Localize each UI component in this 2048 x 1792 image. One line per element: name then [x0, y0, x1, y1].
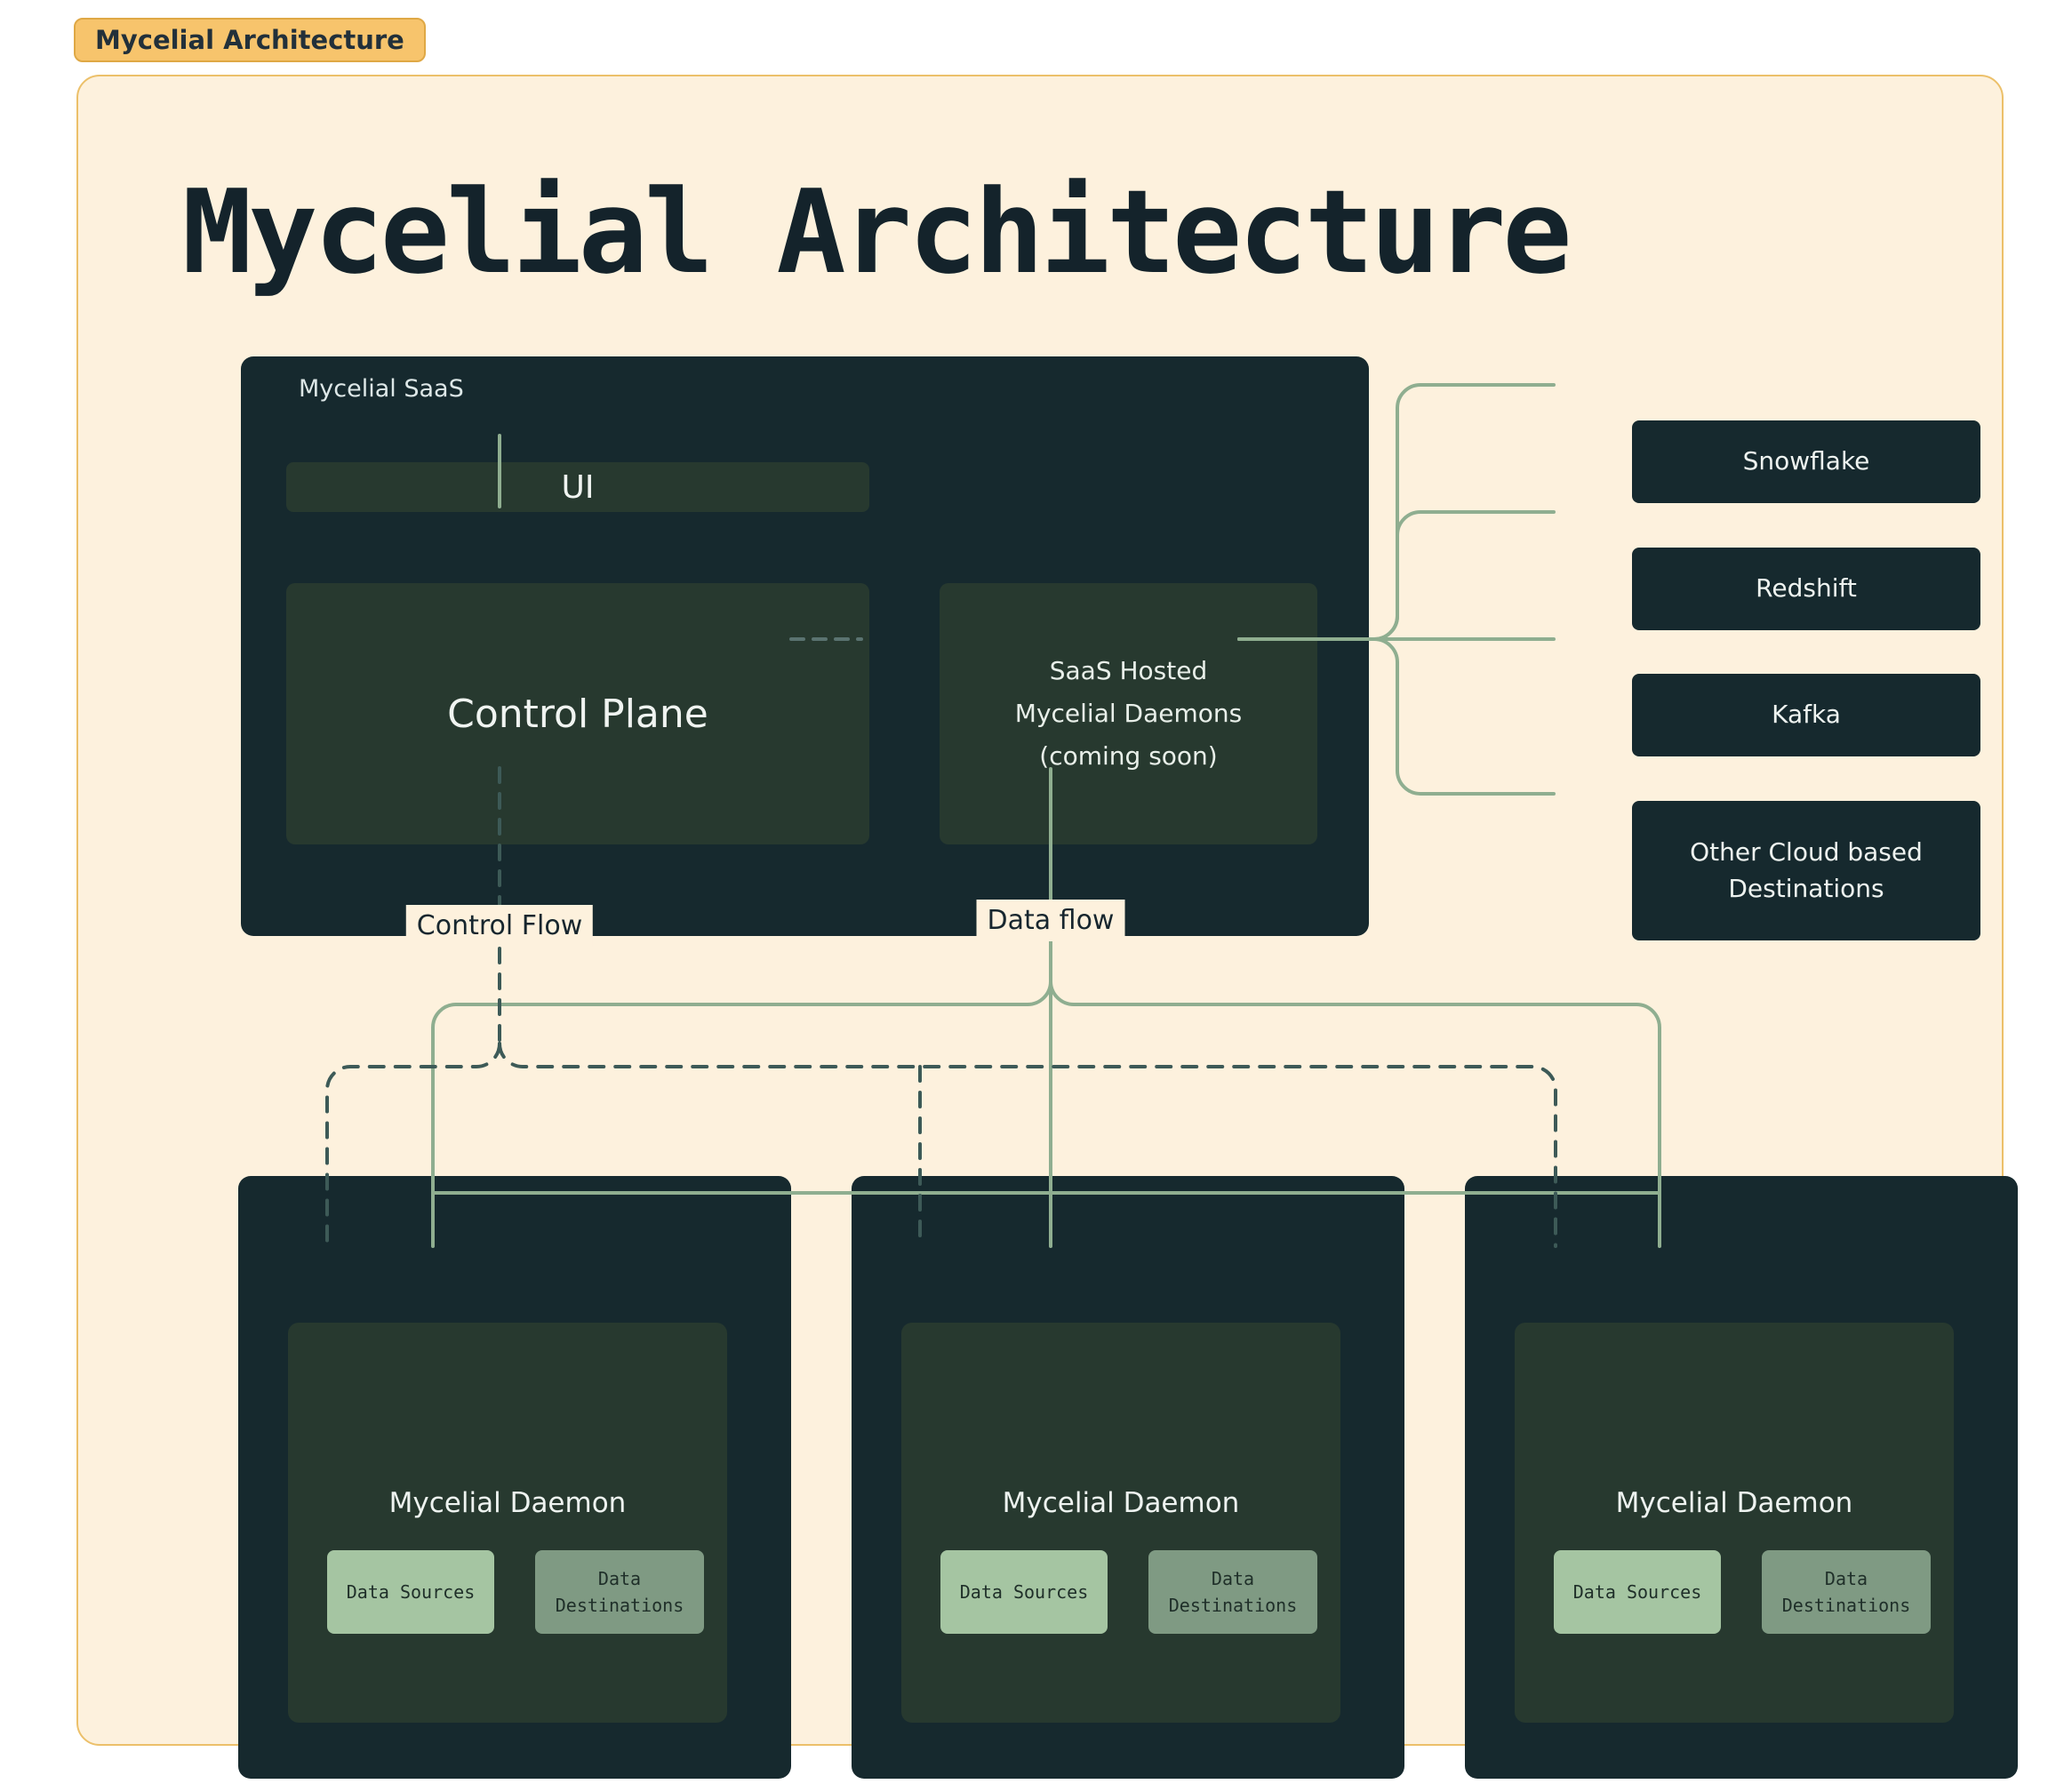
daemon-chip-row-3: Data Sources Data Destinations [1554, 1550, 1931, 1634]
control-plane-node: Control Plane [286, 583, 869, 844]
destination-snowflake-label: Snowflake [1742, 446, 1870, 476]
saas-hosted-daemons-node: SaaS Hosted Mycelial Daemons (coming soo… [940, 583, 1317, 844]
daemon-host-box-2: Mycelial Daemon Data Sources Data Destin… [852, 1176, 1404, 1779]
data-sources-label-3: Data Sources [1572, 1581, 1702, 1603]
ui-node: UI [286, 462, 869, 512]
diagram-canvas: Mycelial Architecture Mycelial SaaS UI C… [76, 75, 2018, 1779]
daemon-chip-row-1: Data Sources Data Destinations [327, 1550, 704, 1634]
data-destinations-label-2: Data Destinations [1168, 1568, 1298, 1616]
destination-kafka-node: Kafka [1632, 674, 1980, 756]
mycelial-saas-label: Mycelial SaaS [299, 375, 464, 403]
mycelial-daemon-node-1: Mycelial Daemon Data Sources Data Destin… [288, 1323, 727, 1723]
mycelial-daemon-node-2: Mycelial Daemon Data Sources Data Destin… [901, 1323, 1340, 1723]
mycelial-daemon-node-3: Mycelial Daemon Data Sources Data Destin… [1515, 1323, 1954, 1723]
hosted-line-2: Mycelial Daemons [1014, 698, 1243, 728]
daemon-chip-row-2: Data Sources Data Destinations [940, 1550, 1317, 1634]
hosted-line-1: SaaS Hosted [1049, 655, 1208, 685]
data-sources-label-2: Data Sources [959, 1581, 1089, 1603]
daemon-title-3: Mycelial Daemon [1615, 1487, 1853, 1519]
hosted-line-3: (coming soon) [1039, 741, 1218, 772]
data-destinations-chip-1: Data Destinations [535, 1550, 704, 1634]
data-sources-chip-2: Data Sources [940, 1550, 1108, 1634]
data-destinations-label-3: Data Destinations [1781, 1568, 1911, 1616]
ui-node-label: UI [561, 468, 595, 506]
page-tab-label: Mycelial Architecture [95, 25, 404, 55]
control-plane-label: Control Plane [447, 691, 708, 737]
data-sources-label-1: Data Sources [346, 1581, 476, 1603]
daemon-title-1: Mycelial Daemon [388, 1487, 627, 1519]
data-flow-label: Data flow [976, 900, 1125, 941]
page-tab-badge[interactable]: Mycelial Architecture [74, 18, 426, 62]
data-sources-chip-1: Data Sources [327, 1550, 494, 1634]
data-destinations-label-1: Data Destinations [555, 1568, 684, 1616]
data-destinations-chip-3: Data Destinations [1762, 1550, 1931, 1634]
destination-kafka-label: Kafka [1772, 700, 1841, 730]
destination-redshift-label: Redshift [1756, 573, 1857, 604]
control-flow-label: Control Flow [405, 905, 594, 947]
daemon-title-2: Mycelial Daemon [1002, 1487, 1240, 1519]
daemon-host-box-1: Mycelial Daemon Data Sources Data Destin… [238, 1176, 791, 1779]
destination-redshift-node: Redshift [1632, 548, 1980, 630]
destination-other-cloud-label: Other Cloud based Destinations [1690, 836, 1923, 903]
daemon-host-box-3: Mycelial Daemon Data Sources Data Destin… [1465, 1176, 2018, 1779]
destination-other-cloud-node: Other Cloud based Destinations [1632, 801, 1980, 940]
destination-snowflake-node: Snowflake [1632, 420, 1980, 503]
diagram-title: Mycelial Architecture [182, 164, 1572, 300]
data-destinations-chip-2: Data Destinations [1148, 1550, 1317, 1634]
data-sources-chip-3: Data Sources [1554, 1550, 1721, 1634]
